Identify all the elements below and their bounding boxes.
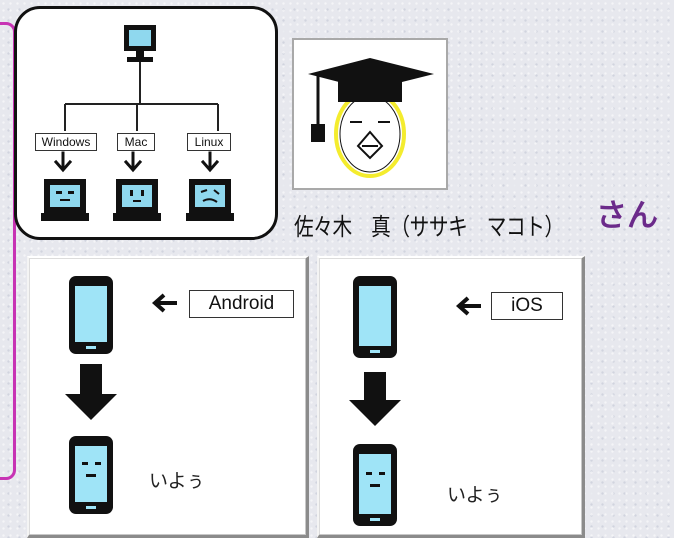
side-frame xyxy=(0,22,16,480)
phone-face-icon xyxy=(353,444,397,526)
phone-face-icon xyxy=(69,436,113,514)
linux-label: Linux xyxy=(187,133,231,151)
down-arrow-icon xyxy=(65,364,117,420)
left-arrow-icon xyxy=(455,296,481,316)
ios-greeting: いよぅ xyxy=(447,484,503,506)
profile-name: 佐々木 真（ササキ マコト） xyxy=(294,213,564,241)
avatar xyxy=(292,38,448,190)
computer-face-icon xyxy=(113,179,161,221)
profile-honorific: さん xyxy=(596,198,658,234)
android-label: Android xyxy=(189,290,294,318)
graduate-cap-avatar-icon xyxy=(308,58,434,178)
phone-icon xyxy=(353,276,397,358)
ios-label: iOS xyxy=(491,292,563,320)
phone-icon xyxy=(69,276,113,354)
mac-label: Mac xyxy=(117,133,155,151)
computer-face-icon xyxy=(41,179,89,221)
windows-label: Windows xyxy=(35,133,97,151)
os-diagram-card: Windows Mac Linux xyxy=(14,6,278,240)
profile-name-line: 佐々木 真（ササキ マコト） さん xyxy=(294,198,658,242)
monitor-icon xyxy=(124,25,156,62)
left-arrow-icon xyxy=(151,293,177,313)
computer-face-icon xyxy=(186,179,234,221)
ios-panel: iOS いよぅ xyxy=(317,256,585,538)
down-arrow-icon xyxy=(349,372,401,426)
android-greeting: いよぅ xyxy=(149,470,205,492)
android-panel: Android いよぅ xyxy=(27,256,309,538)
